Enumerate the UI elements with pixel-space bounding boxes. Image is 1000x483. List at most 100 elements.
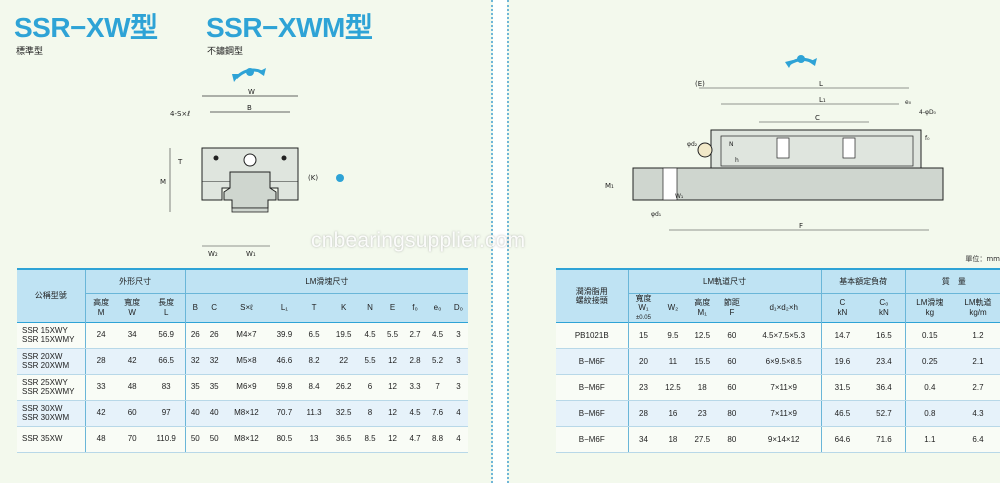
dim-hole-d0: 4-φD₀ <box>919 109 937 116</box>
unit-note: 單位：mm <box>965 255 1000 263</box>
table-cell: 56.9 <box>147 322 186 349</box>
table-cell: 0.4 <box>905 374 954 401</box>
table-cell: 4.5 <box>403 400 427 427</box>
table-cell: 7×11×9 <box>746 400 822 427</box>
table-cell: 12 <box>381 374 404 401</box>
subtitle-stainless: 不鏽鋼型 <box>207 47 244 57</box>
title-ssr-xwm: SSR−XWM型 <box>206 12 373 43</box>
table-cell: 46.5 <box>821 400 864 427</box>
table-cell: 15 <box>628 322 659 349</box>
dim-c: C <box>815 114 820 122</box>
table-cell: 23 <box>628 374 659 401</box>
dim-l1: L₁ <box>819 96 826 104</box>
table-cell: 110.9 <box>147 426 186 453</box>
group-outer-dims: 外形尺寸 <box>85 269 186 294</box>
table-cell: 50 <box>204 426 224 453</box>
table-cell: 36.5 <box>328 426 359 453</box>
table-cell: 5.5 <box>381 322 404 349</box>
table-cell: 1.2 <box>953 322 1000 349</box>
table-cell: 12 <box>381 400 404 427</box>
table-cell: 1.1 <box>905 426 954 453</box>
col-head: S×ℓ <box>223 293 270 322</box>
table-cell: 2.1 <box>953 348 1000 375</box>
table-cell: 6×9.5×8.5 <box>746 348 822 375</box>
table-cell: 28 <box>628 400 659 427</box>
table-cell: 3.3 <box>403 374 427 401</box>
col-head: f₀ <box>403 293 427 322</box>
table-cell: 50 <box>185 426 205 453</box>
table-cell: 64.6 <box>821 426 864 453</box>
table-cell: 9×14×12 <box>746 426 822 453</box>
col-head: d₁×d₂×h <box>746 293 822 323</box>
table-cell: 80.5 <box>269 426 300 453</box>
table-cell: M6×9 <box>223 374 270 401</box>
table-cell: 4 <box>448 400 468 427</box>
model-cell: SSR 35XW <box>17 426 86 453</box>
table-cell: 2.7 <box>403 322 427 349</box>
right-catalog-page: (E) L L₁ e₀ 4-φD₀ C f₀ φd₂ N h M₁ φd₁ W₁… <box>507 0 1000 483</box>
table-cell: 14.7 <box>821 322 864 349</box>
table-cell: 4.7 <box>403 426 427 453</box>
dim-d1: φd₁ <box>651 211 662 218</box>
table-cell: 60 <box>116 400 148 427</box>
table-cell: 13 <box>299 426 329 453</box>
table-cell: 12.5 <box>687 322 718 349</box>
table-cell: 35 <box>204 374 224 401</box>
title-ssr-xw: SSR−XW型 <box>14 12 158 43</box>
grease-fitting-cell: B−M6F <box>556 374 629 401</box>
table-cell: 34 <box>116 322 148 349</box>
table-cell: 26 <box>185 322 205 349</box>
table-cell: 20 <box>628 348 659 375</box>
col-head: E <box>381 293 404 322</box>
table-cell: 15.5 <box>687 348 718 375</box>
table-cell: 0.15 <box>905 322 954 349</box>
dim-m1: M₁ <box>605 182 614 190</box>
table-cell: 11 <box>658 348 688 375</box>
dim-l: L <box>819 80 823 88</box>
table-cell: 66.5 <box>147 348 186 375</box>
table-cell: 18 <box>658 426 688 453</box>
table-cell: M8×12 <box>223 400 270 427</box>
table-cell: 40 <box>185 400 205 427</box>
dim-w2: W₂ <box>208 250 218 258</box>
left-catalog-page: SSR−XW型 SSR−XWM型 標準型 不鏽鋼型 W B 4-S×ℓ M T … <box>0 0 493 483</box>
col-head: e₀ <box>426 293 449 322</box>
subtitle-standard: 標準型 <box>16 47 44 57</box>
table-cell: 60 <box>717 322 747 349</box>
group-block-dims: LM滑塊尺寸 <box>185 269 468 294</box>
group-rail-dims: LM軌道尺寸 <box>628 269 822 294</box>
table-cell: 48 <box>85 426 117 453</box>
dim-w1: W₁ <box>246 250 256 258</box>
group-mass: 質 量 <box>905 269 1000 294</box>
col-head: B <box>185 293 205 322</box>
table-cell: 2.7 <box>953 374 1000 401</box>
table-cell: 3 <box>448 348 468 375</box>
dim-e: (E) <box>695 80 705 88</box>
table-cell: 24 <box>85 322 117 349</box>
col-head: N <box>358 293 382 322</box>
table-cell: 7.6 <box>426 400 449 427</box>
col-model-header: 公稱型號 <box>17 269 86 322</box>
table-cell: M8×12 <box>223 426 270 453</box>
table-cell: 28 <box>85 348 117 375</box>
table-cell: 8.5 <box>358 426 382 453</box>
col-head: K <box>328 293 359 322</box>
table-cell: 26 <box>204 322 224 349</box>
table-cell: 3 <box>448 322 468 349</box>
dim-e0: e₀ <box>905 99 912 106</box>
table-cell: 11.3 <box>299 400 329 427</box>
col-grease-header: 潤滑脂用螺紋接頭 <box>556 269 629 323</box>
table-cell: 16.5 <box>863 322 906 349</box>
table-cell: 23 <box>687 400 718 427</box>
col-head: L₁ <box>269 293 300 322</box>
table-cell: 4.5 <box>426 322 449 349</box>
table-cell: 4.5 <box>358 322 382 349</box>
